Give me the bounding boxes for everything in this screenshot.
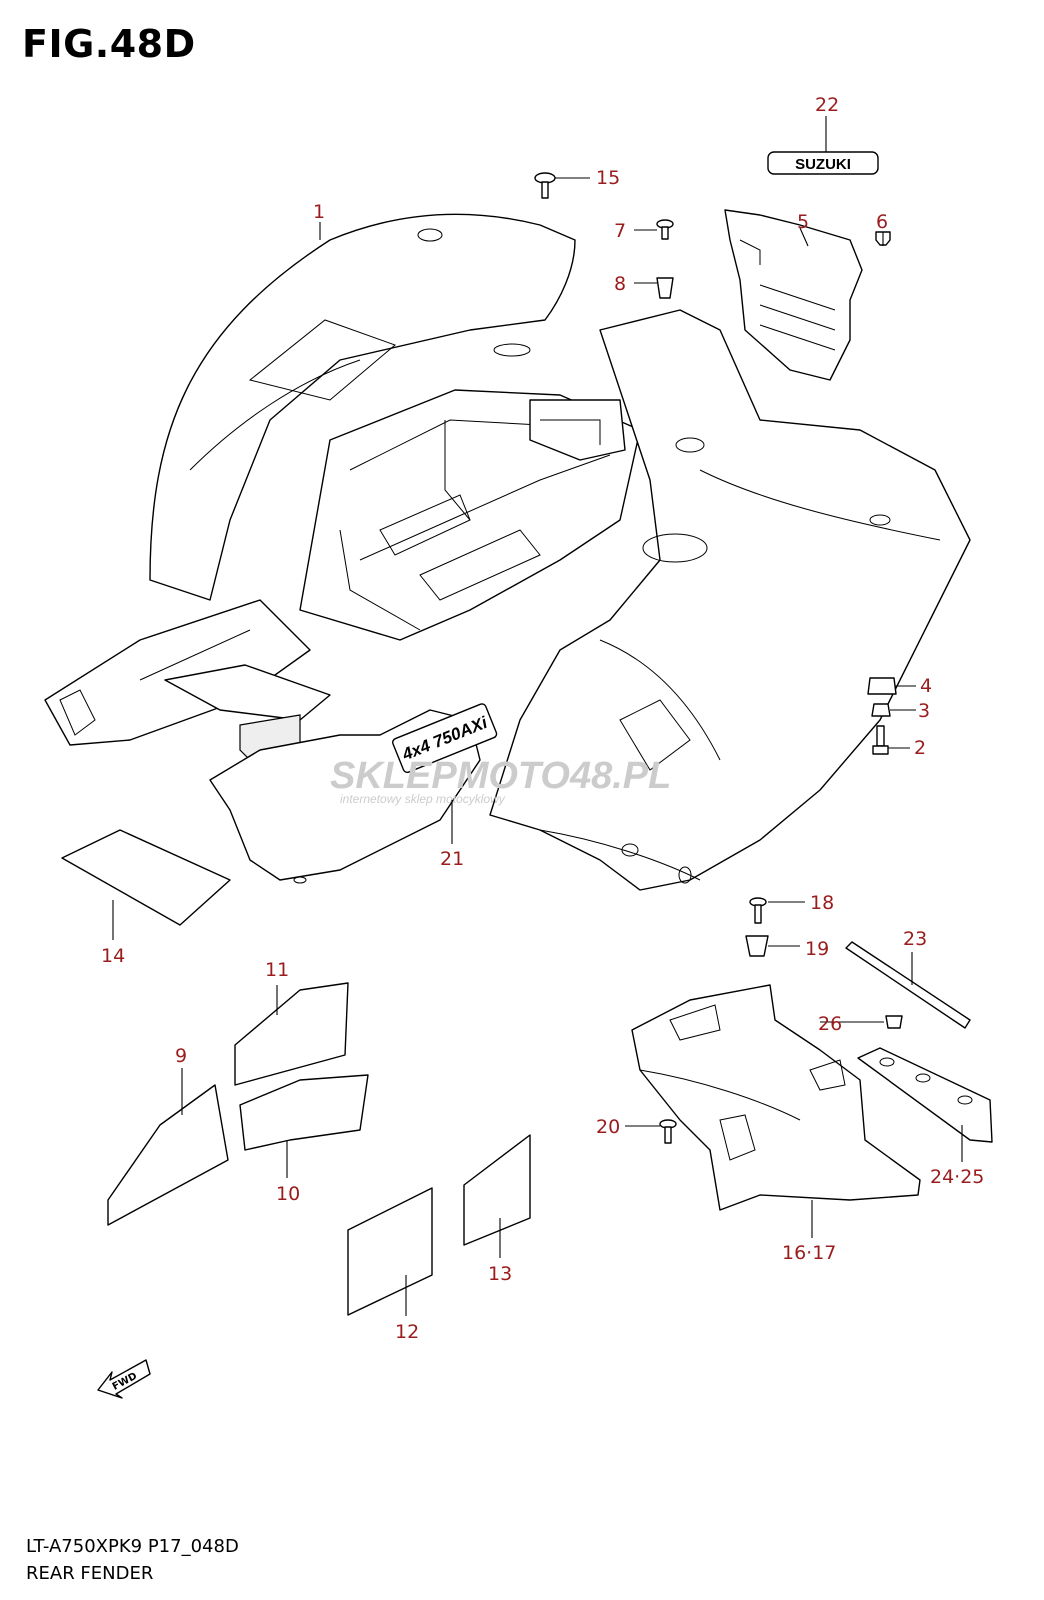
emblem-text: SUZUKI [795, 156, 851, 173]
callout-10: 10 [276, 1183, 300, 1205]
screw-part-18[interactable] [749, 897, 767, 924]
fastener-part-26[interactable] [885, 1015, 903, 1029]
callout-9: 9 [175, 1045, 187, 1067]
collar-part-19[interactable] [745, 935, 769, 957]
callout-7: 7 [614, 220, 626, 242]
callout-5: 5 [797, 211, 809, 233]
callout-4: 4 [920, 675, 932, 697]
callout-21: 21 [440, 848, 464, 870]
model-code: LT-A750XPK9 P17_048D [26, 1536, 239, 1557]
callout-3: 3 [918, 700, 930, 722]
leader-lines [112, 116, 963, 1316]
pad-part-13[interactable] [463, 1134, 531, 1246]
screw-part-7[interactable] [656, 219, 674, 240]
mud-guard[interactable] [631, 984, 921, 1211]
callout-19: 19 [805, 938, 829, 960]
bracket-part-5[interactable] [724, 209, 863, 381]
callout-6: 6 [876, 211, 888, 233]
callout-2: 2 [914, 737, 926, 759]
callout-8: 8 [614, 273, 626, 295]
callout-14: 14 [101, 945, 125, 967]
callout-15: 15 [596, 167, 620, 189]
watermark-brand: SKLEPMOTO48.PL [330, 755, 671, 797]
callout-11: 11 [265, 959, 289, 981]
callout-1: 1 [313, 201, 325, 223]
callout-26: 26 [818, 1013, 842, 1035]
bolt-part-2[interactable] [872, 725, 889, 755]
callout-16-17: 16·17 [782, 1242, 836, 1264]
pad-part-14[interactable] [61, 829, 231, 926]
callout-13: 13 [488, 1263, 512, 1285]
callout-18: 18 [810, 892, 834, 914]
callout-20: 20 [596, 1116, 620, 1138]
callout-23: 23 [903, 928, 927, 950]
callout-labels: 1 2 3 4 5 6 7 8 9 10 11 12 13 14 15 16·1… [101, 94, 984, 1343]
pad-part-9[interactable] [107, 1084, 229, 1226]
screw-part-15[interactable] [534, 172, 556, 199]
nut-part-3[interactable] [871, 703, 891, 717]
collar-part-8[interactable] [656, 277, 674, 299]
pad-part-10[interactable] [239, 1074, 369, 1151]
callout-24-25: 24·25 [930, 1166, 984, 1188]
fwd-arrow-icon: FWD [97, 1359, 151, 1399]
callout-22: 22 [815, 94, 839, 116]
plate-part-24-25[interactable] [857, 1047, 993, 1143]
suzuki-emblem[interactable]: SUZUKI [767, 151, 879, 175]
callout-12: 12 [395, 1321, 419, 1343]
section-name: REAR FENDER [26, 1563, 154, 1584]
pad-part-12[interactable] [347, 1187, 433, 1316]
pad-part-11[interactable] [234, 982, 349, 1086]
screw-part-20[interactable] [659, 1119, 677, 1144]
watermark-tagline: internetowy sklep motocyklowy [340, 792, 506, 806]
grommet-part-4[interactable] [867, 677, 897, 695]
figure-title: FIG.48D [22, 22, 196, 66]
trim-strip-part-23[interactable] [845, 941, 971, 1029]
